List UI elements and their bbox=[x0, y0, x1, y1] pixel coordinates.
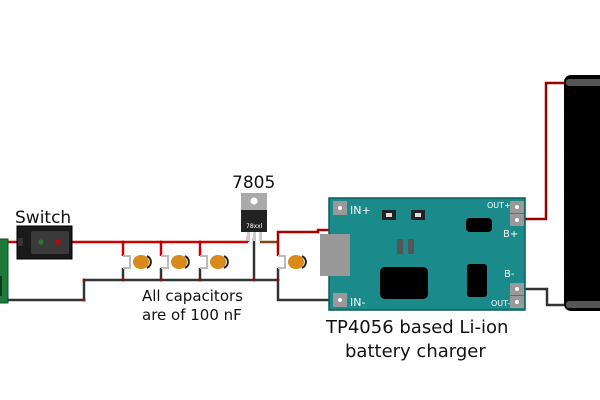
pin-label-out-plus: OUT+ bbox=[487, 201, 511, 210]
ground-wire bbox=[0, 238, 340, 302]
pin-label-in-plus: IN+ bbox=[350, 204, 371, 217]
pin-label-out-minus: OUT- bbox=[491, 299, 510, 308]
capacitor-note-line1: All capacitors bbox=[142, 287, 243, 305]
tp4056-charger-board bbox=[320, 197, 526, 311]
regulator-label: 7805 bbox=[232, 173, 275, 193]
battery-positive-wire bbox=[517, 81, 575, 221]
switch-terminal-in bbox=[38, 239, 44, 245]
charger-caption-line1: TP4056 based Li-ion bbox=[325, 317, 508, 338]
switch-label: Switch bbox=[15, 208, 71, 228]
switch bbox=[16, 225, 73, 260]
capacitor-3 bbox=[200, 255, 229, 269]
junction-dots bbox=[82, 240, 280, 302]
battery-negative-terminal bbox=[566, 301, 600, 308]
charger-caption-line2: battery charger bbox=[345, 341, 486, 362]
usb-port bbox=[320, 234, 350, 276]
switch-terminal-out bbox=[55, 239, 61, 245]
capacitor-note-line2: are of 100 nF bbox=[142, 306, 242, 324]
capacitor-2 bbox=[161, 255, 190, 269]
battery-negative-wire bbox=[517, 287, 580, 307]
capacitor-4 bbox=[278, 255, 307, 269]
input-connector bbox=[0, 238, 9, 304]
capacitor-1 bbox=[123, 255, 152, 269]
pin-label-in-minus: IN- bbox=[350, 296, 365, 309]
regulator-marking: 78xxl bbox=[246, 223, 263, 230]
pin-label-b-minus: B- bbox=[504, 269, 515, 280]
voltage-regulator-7805: 78xxl bbox=[241, 193, 267, 241]
battery-positive-terminal bbox=[566, 79, 600, 86]
pin-label-b-plus: B+ bbox=[503, 229, 518, 240]
li-ion-battery bbox=[564, 75, 600, 311]
